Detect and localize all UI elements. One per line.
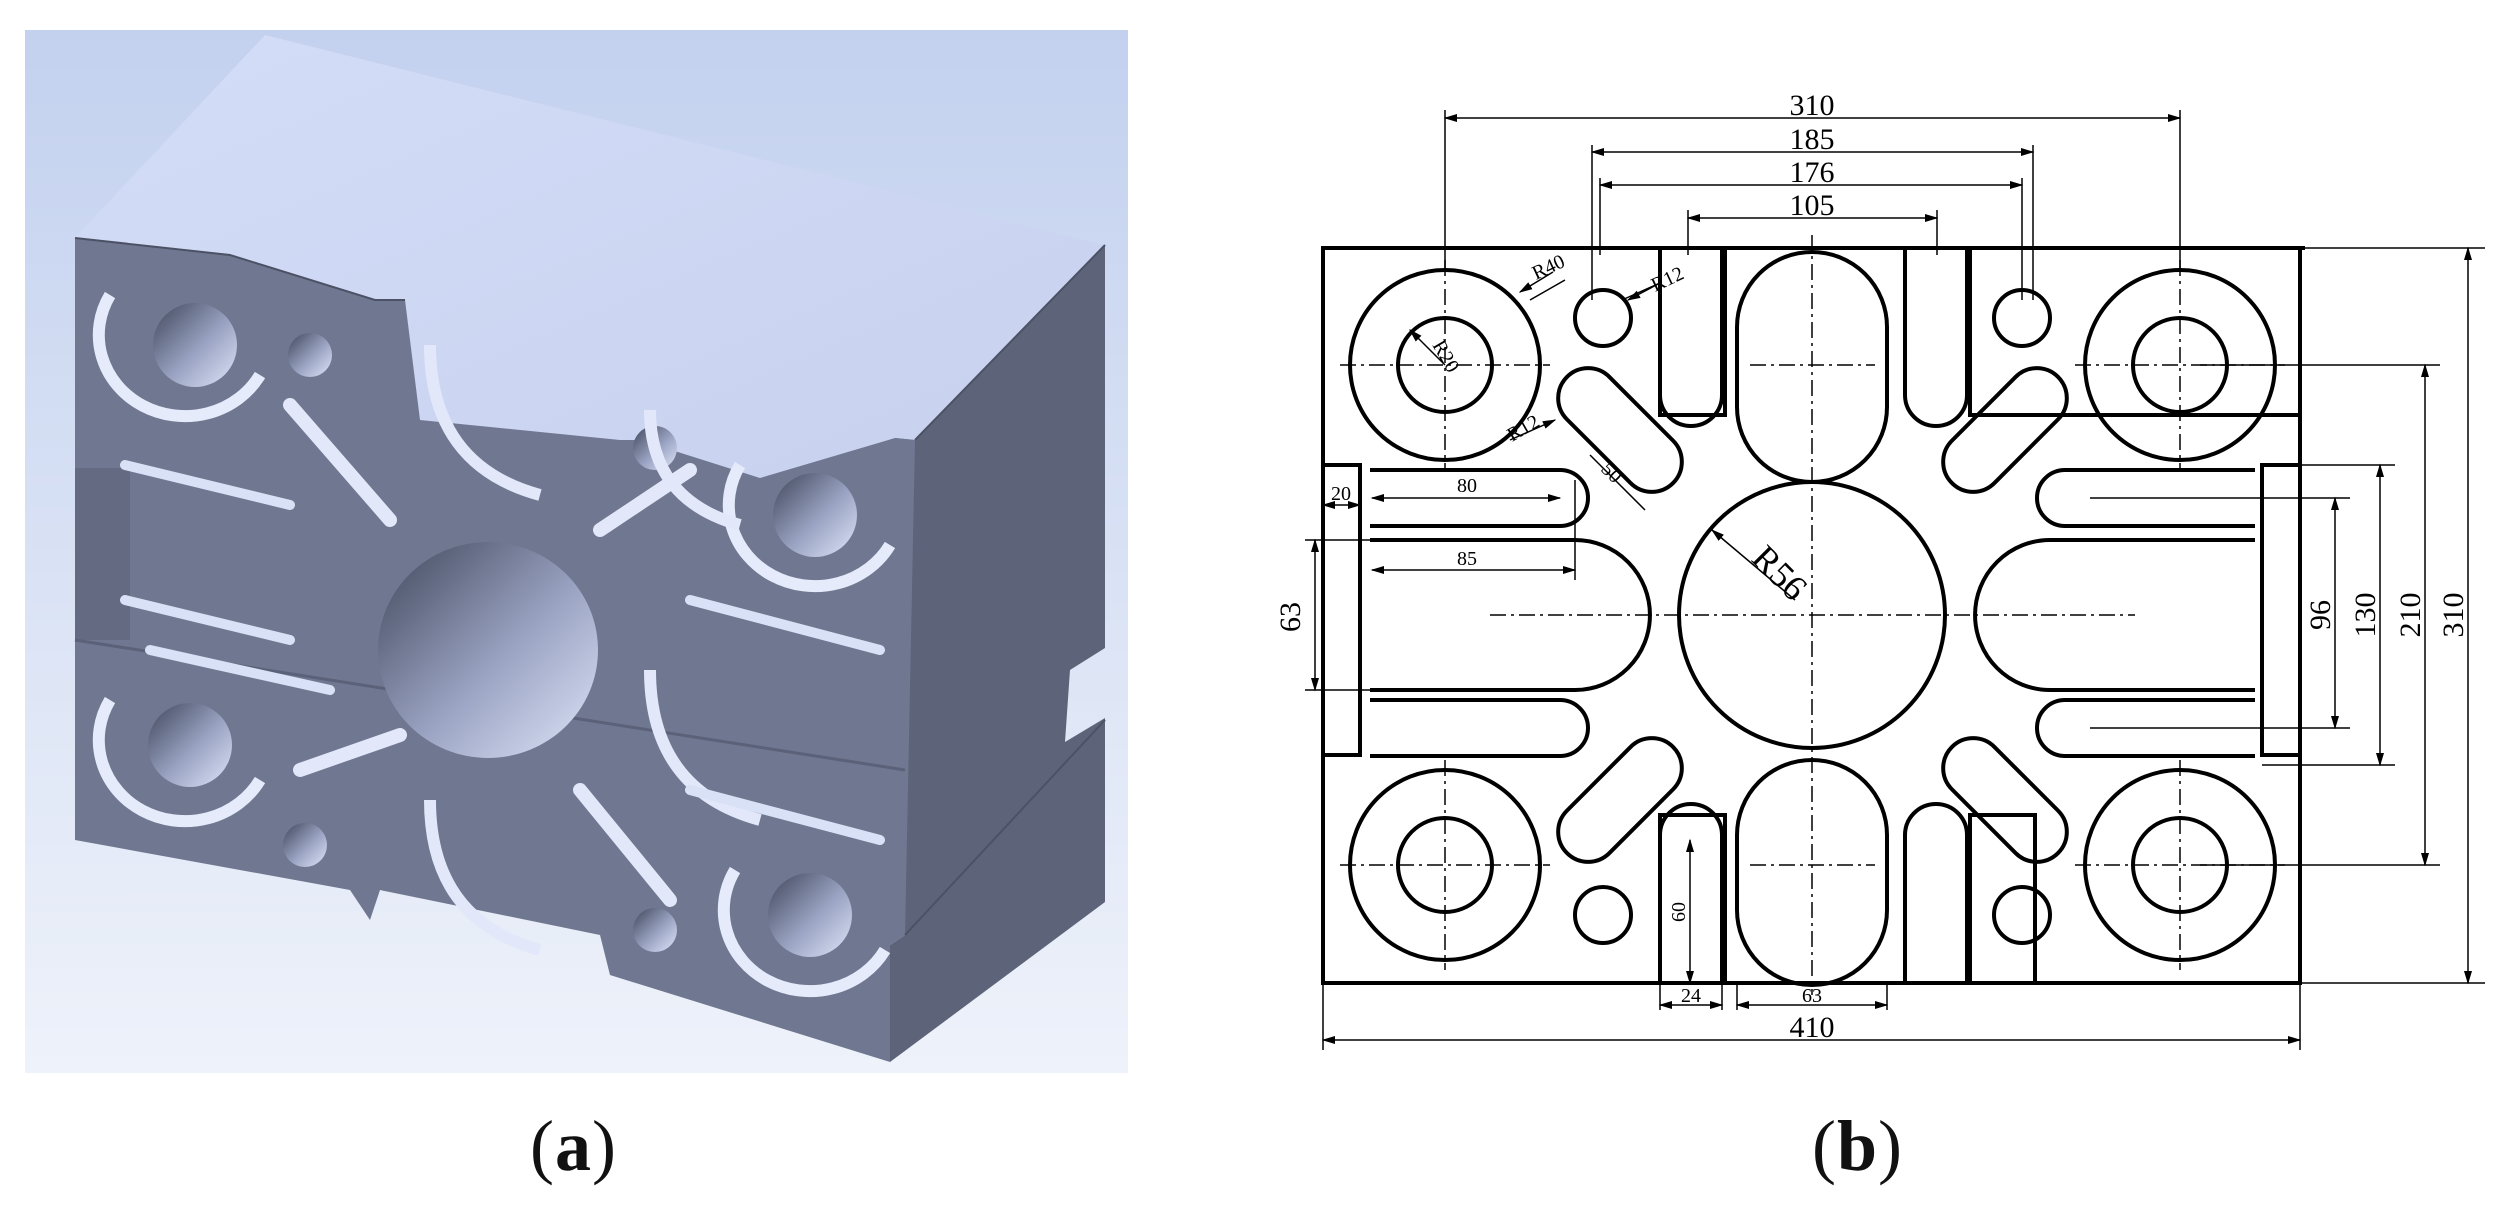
panel-a-label: a <box>554 1106 592 1186</box>
dimension-lines <box>1305 110 2485 1050</box>
dim-r12-top: R12 <box>1648 263 1688 297</box>
dim-top-176: 176 <box>1790 156 1835 189</box>
dim-63-bottom: 63 <box>1802 985 1822 1007</box>
dim-top-105: 105 <box>1790 189 1835 222</box>
panel-a-3d-model <box>25 30 1128 1073</box>
dim-top-310: 310 <box>1790 89 1835 122</box>
small-holes-b <box>1573 288 2052 945</box>
vertical-slots <box>1658 248 1969 983</box>
u-slots <box>424 344 762 956</box>
dim-20: 20 <box>1331 483 1351 505</box>
corner-holes <box>92 291 896 998</box>
dim-85: 85 <box>1457 548 1477 570</box>
small-holes <box>283 333 677 952</box>
part-top-face <box>75 35 1105 478</box>
dim-r12-left: R12 <box>1504 411 1544 447</box>
dim-80: 80 <box>1457 475 1477 497</box>
panel-b-caption: (b) <box>1812 1106 1904 1186</box>
dim-24: 24 <box>1681 985 1701 1007</box>
dim-top-185: 185 <box>1790 123 1835 156</box>
horizontal-slots-b <box>1370 468 2255 758</box>
diagonal-slots-b <box>1556 366 2069 864</box>
dim-130: 130 <box>2349 593 2382 638</box>
dim-r40: R40 <box>1529 251 1569 285</box>
part-left-ledge <box>75 468 130 640</box>
panel-a-caption: (a) <box>530 1106 617 1186</box>
dim-63-left: 63 <box>1274 602 1307 632</box>
dim-310-right: 310 <box>2437 593 2470 638</box>
part-side-face <box>890 245 1105 1062</box>
horizontal-slots <box>120 460 885 845</box>
dim-50: 50 <box>1596 458 1626 488</box>
panel-b-drawing: 310 185 176 105 R40 R20 R12 R12 50 20 80… <box>1274 89 2485 1050</box>
panel-b-label: b <box>1836 1106 1879 1186</box>
centerlines <box>1340 235 2285 995</box>
dim-r20: R20 <box>1428 337 1464 377</box>
center-bore <box>378 542 598 758</box>
dim-60: 60 <box>1668 902 1690 922</box>
dimension-texts: 310 185 176 105 R40 R20 R12 R12 50 20 80… <box>1274 89 2470 1044</box>
dim-210: 210 <box>2394 593 2427 638</box>
dim-r56: R56 <box>1744 537 1815 608</box>
dim-96: 96 <box>2304 600 2337 630</box>
dim-410: 410 <box>1790 1011 1835 1044</box>
